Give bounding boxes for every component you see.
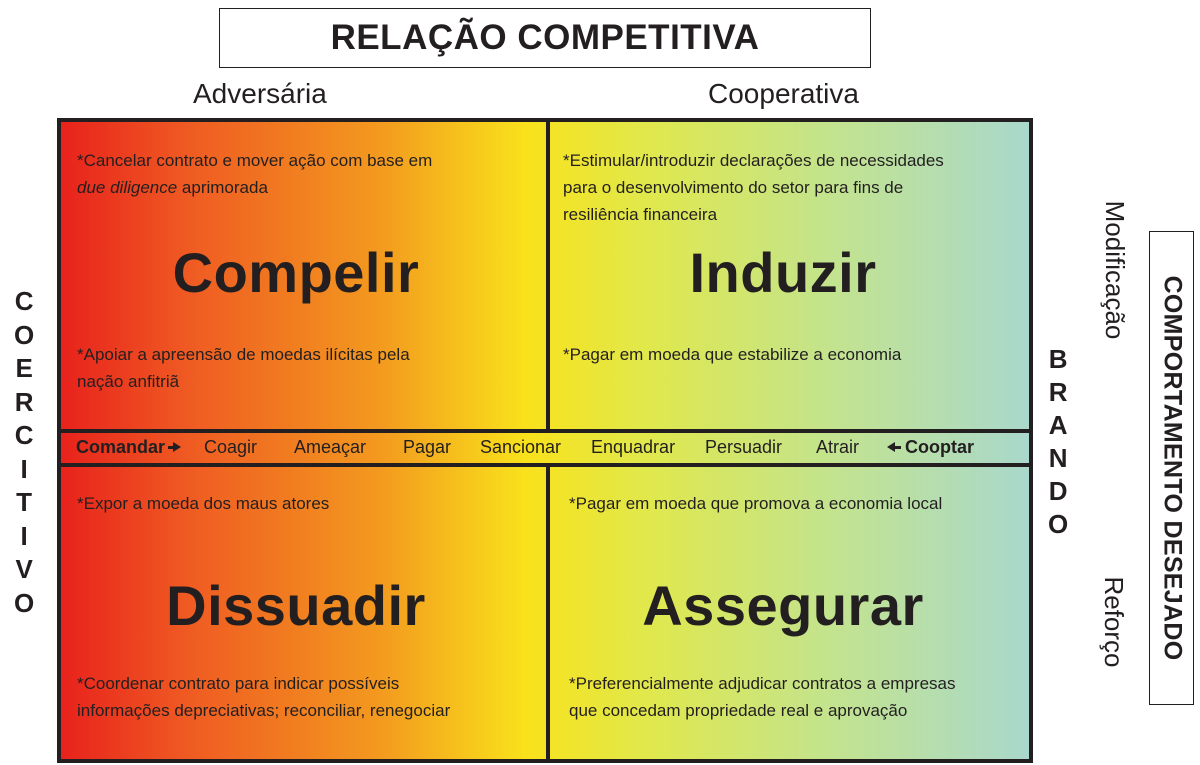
quadrant-matrix: *Cancelar contrato e mover ação com base… [57, 118, 1033, 763]
note-text: resiliência financeira [563, 205, 718, 224]
axis-letter: O [14, 587, 35, 618]
spectrum-item: Atrair [816, 437, 860, 457]
note-text: informações depreciativas; reconciliar, … [77, 701, 451, 720]
spectrum-item: Enquadrar [591, 437, 676, 457]
modification-label: Modificação [1100, 200, 1130, 340]
desired-behavior-title: COMPORTAMENTO DESEJADO [1158, 275, 1186, 661]
dissuade-note-bottom: *Coordenar contrato para indicar possíve… [77, 670, 547, 724]
note-text: *Preferencialmente adjudicar contratos a… [569, 674, 956, 693]
axis-letter: I [20, 520, 28, 551]
note-text: para o desenvolvimento do setor para fin… [563, 178, 904, 197]
note-text: nação anfitriã [77, 372, 180, 391]
compel-note-bottom: *Apoiar a apreensão de moedas ilícitas p… [77, 341, 537, 395]
axis-letter: N [1048, 443, 1068, 473]
compel-title: Compelir [172, 241, 420, 304]
spectrum-item: Persuadir [705, 437, 783, 457]
adversarial-label: Adversária [193, 78, 327, 109]
induce-title: Induzir [689, 241, 877, 304]
dissuade-title: Dissuadir [166, 574, 426, 637]
axis-letter: B [1048, 344, 1068, 374]
induce-note-bottom: *Pagar em moeda que estabilize a economi… [563, 345, 902, 364]
axis-letter: T [16, 487, 33, 517]
note-italic-text: due diligence [77, 178, 178, 197]
axis-letter: C [14, 286, 34, 316]
axis-letter: O [1048, 509, 1069, 539]
desired-behavior-box: COMPORTAMENTO DESEJADO [1149, 231, 1194, 705]
reinforcement-label: Reforço [1099, 576, 1129, 668]
note-text: que concedam propriedade real e aprovaçã… [569, 701, 908, 720]
assure-note-bottom: *Preferencialmente adjudicar contratos a… [569, 670, 1029, 724]
note-text: aprimorada [177, 178, 268, 197]
axis-letter: R [14, 386, 34, 417]
spectrum-item: Sancionar [480, 437, 562, 457]
axis-letter: V [15, 554, 33, 584]
assure-note-top: *Pagar em moeda que promova a economia l… [569, 494, 943, 513]
note-text: *Apoiar a apreensão de moedas ilícitas p… [77, 345, 410, 364]
diagram-title: RELAÇÃO COMPETITIVA [219, 8, 871, 68]
compel-note-top: *Cancelar contrato e mover ação com base… [77, 147, 537, 201]
spectrum-end: Cooptar [887, 437, 974, 458]
spectrum-item: Pagar [403, 437, 452, 457]
spectrum-end-label: Cooptar [905, 437, 974, 457]
spectrum-start-label: Comandar [76, 437, 166, 457]
axis-letter: D [1048, 476, 1068, 506]
spectrum-item: Ameaçar [294, 437, 367, 457]
cooperative-label: Cooperativa [708, 78, 859, 109]
divider-line [546, 122, 550, 429]
axis-letter: C [14, 420, 34, 450]
axis-letter: O [14, 319, 35, 350]
dissuade-note-top: *Expor a moeda dos maus atores [77, 494, 330, 513]
axis-letter: R [1048, 377, 1068, 407]
spectrum-start: Comandar [76, 437, 182, 458]
assure-title: Assegurar [642, 574, 924, 637]
arrow-right-icon [168, 442, 182, 453]
axis-letter: A [1048, 410, 1068, 440]
arrow-left-icon [887, 442, 901, 453]
divider-line [61, 463, 1029, 467]
coercive-axis-label: C O E R C I T I V O [14, 285, 34, 620]
note-text: *Cancelar contrato e mover ação com base… [77, 151, 433, 170]
axis-letter: I [20, 453, 28, 484]
note-text: *Coordenar contrato para indicar possíve… [77, 674, 400, 693]
spectrum-item: Coagir [204, 437, 258, 457]
axis-letter: E [15, 353, 33, 383]
action-spectrum: Comandar Coagir Ameaçar Pagar Sancionar … [61, 433, 1029, 463]
induce-note-top: *Estimular/introduzir declarações de nec… [563, 147, 1033, 228]
divider-line [546, 467, 550, 763]
divider-line [61, 429, 1029, 433]
note-text: *Estimular/introduzir declarações de nec… [563, 151, 944, 170]
soft-axis-label: B R A N D O [1048, 343, 1068, 541]
